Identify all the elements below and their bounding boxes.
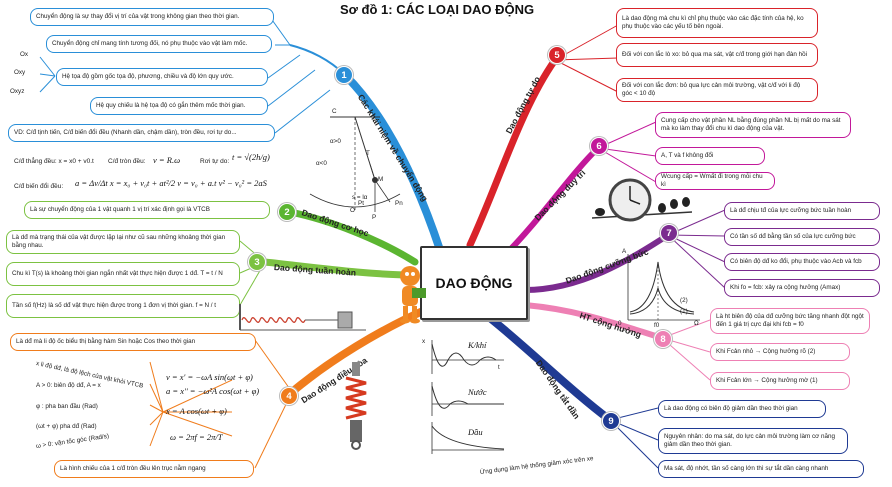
b1-box-2: Chuyển động chỉ mang tính tương đối, nó … [46,35,272,53]
branch-9-badge: 9 [602,412,620,430]
branch-5-line [466,56,559,249]
motion-uniform: C/đ thẳng đều: x = x0 + v0.t [14,158,94,165]
pendulum-s: s = lα [352,194,368,201]
b7-box-2: Có tần số dđ bằng tần số của lực cưỡng b… [724,228,880,246]
b4-item-3: φ : pha ban đầu (Rad) [36,403,98,410]
pendulum-diagram [309,116,401,212]
pendulum-P: P [372,214,377,221]
b3-box-2: Chu kì T(s) là khoảng thời gian ngắn nhấ… [6,262,240,286]
motion-accel: C/đ biến đổi đều: [14,183,64,190]
branch-3-badge: 3 [248,253,266,271]
b7-box-3: Có biên độ dđ ko đổi, phụ thuộc vào Acb … [724,253,880,271]
b8-box-2: Khi Fcản nhỏ → Cộng hưởng rõ (2) [710,343,850,361]
b1-box-4: Hệ quy chiếu là hệ tọa độ có gắn thêm mố… [90,97,268,115]
motion-circular: C/đ tròn đều: [108,158,146,165]
b9-box-2: Nguyên nhân: do ma sát, do lực cản môi t… [658,428,848,454]
b6-box-3: Wcung cấp = Wmất đi trong mỗi chu kì [655,172,775,190]
center-node: DAO ĐỘNG [420,246,528,320]
b2-box: Là sự chuyển động của 1 vật quanh 1 vị t… [24,201,270,219]
branch-8-badge: 8 [654,330,672,348]
axis-oxy: Oxy [14,69,26,76]
b7-box-4: Khi fo = fcb: xảy ra cộng hưởng (Amax) [724,279,880,297]
branch-2-line [286,208,419,266]
branch-5-badge: 5 [548,46,566,64]
damping-label-oil: Dầu [468,427,483,437]
pendulum-T: T [366,150,370,157]
damping-axis-t: t [498,364,500,371]
b4-eq-v: v = x' = −ωA sin(ωt + φ) [166,372,253,382]
branch-6-line [502,145,601,258]
resonance-l1: (1) [680,308,688,315]
motion-accel-eq: a = Δv/Δt x = x₀ + v₀t + at²/2 v = v₀ + … [75,178,267,188]
branch-7-line [522,232,671,293]
motion-circular-eq: v = R.ω [153,155,181,165]
b1-box-3: Hệ tọa độ gồm gốc tọa độ, phương, chiều … [56,68,268,86]
b6-box-1: Cung cấp cho vật phần NL bằng đúng phần … [655,112,851,138]
b6-box-2: A, T và f không đổi [655,147,765,165]
pendulum-alphaneg: α<0 [316,160,327,167]
b4-bottom-box: Là hình chiếu của 1 c/đ tròn đều lên trụ… [54,460,254,478]
resonance-omega: Ω [694,320,699,327]
b4-top-box: Là dđ mà li độ ốc biểu thị bằng hàm Sin … [10,333,256,351]
resonance-graph [627,254,700,321]
pendulum-M: M [378,176,384,183]
motion-freefall-eq: t = √(2h/g) [232,152,270,162]
branch-1-badge: 1 [335,66,353,84]
spring-illustration [239,304,366,331]
mascot-figure [400,266,426,324]
b4-item-2: A > 0: biên độ dđ, A = x [36,382,101,389]
branch-7-badge: 7 [660,224,678,242]
axis-oxyz: Oxyz [10,88,25,95]
damping-graphs [431,340,505,454]
axis-ox: Ox [20,51,29,58]
center-label: DAO ĐỘNG [435,275,513,291]
b3-box-3: Tần số f(Hz) là số dđ vật thực hiện được… [6,294,240,318]
pendulum-O: O [350,207,355,214]
b5-box-3: Đối với con lắc đơn: bỏ qua lực cản môi … [616,78,818,102]
branch-2-badge: 2 [278,203,296,221]
branch-4-badge: 4 [280,387,298,405]
b5-box-2: Đối với con lắc lò xo: bỏ qua ma sát, vậ… [616,43,818,67]
b9-box-3: Ma sát, độ nhớt, tần số càng lớn thì sự … [658,460,864,478]
b7-box-1: Là dđ chịu tđ của lực cưỡng bức tuần hoà… [724,202,880,220]
b4-eq-a: a = x'' = −ω²A cos(ωt + φ) [166,386,260,396]
page-title: Sơ đồ 1: CÁC LOẠI DAO ĐỘNG [340,2,535,17]
resonance-l2: (2) [680,297,688,304]
shock-absorber-illustration [345,362,367,450]
b9-box-1: Là dao động có biên độ giảm dần theo thờ… [658,400,826,418]
b3-box-1: Là dđ mà trạng thái của vật được lặp lại… [6,230,240,254]
b8-box-1: Là ht biên độ của dđ cưỡng bức tăng nhan… [710,308,870,334]
damping-label-air: K/khí [468,340,487,350]
resonance-A: A [622,248,627,255]
b1-box-5: VD: C/đ tịnh tiến, C/đ biến đổi đều (Nha… [8,124,275,142]
resonance-f0: f0 [654,322,660,329]
damping-label-water: Nước [468,387,487,397]
damping-axis-x: x [422,338,426,345]
b4-eq-main: x = A cos(ωt + φ) [166,406,227,416]
b5-box-1: Là dao động mà chu kì chỉ phụ thuộc vào … [616,8,818,38]
branch-9-line [486,314,614,424]
clock-illustration [592,178,692,222]
branch-4-line [288,306,429,396]
branch-3-line [261,258,419,279]
branch-8-line [522,302,665,341]
pendulum-C: C [332,108,337,115]
resonance-O: 0 [618,320,622,327]
pendulum-alpha0: α>0 [330,138,341,145]
branch-6-badge: 6 [590,137,608,155]
pendulum-Pt: Pt [358,200,364,207]
b1-box-1: Chuyển động là sự thay đổi vị trí của vậ… [30,8,274,26]
branch-1-line [341,71,444,254]
b8-box-3: Khi Fcản lớn → Cộng hưởng mờ (1) [710,372,850,390]
b4-eq-omega: ω = 2πf = 2π/T [170,432,223,442]
motion-freefall: Rơi tự do: [200,158,230,165]
b4-item-4: (ωt + φ) pha dđ (Rad) [36,423,97,430]
pendulum-Pn: Pn [395,200,403,207]
